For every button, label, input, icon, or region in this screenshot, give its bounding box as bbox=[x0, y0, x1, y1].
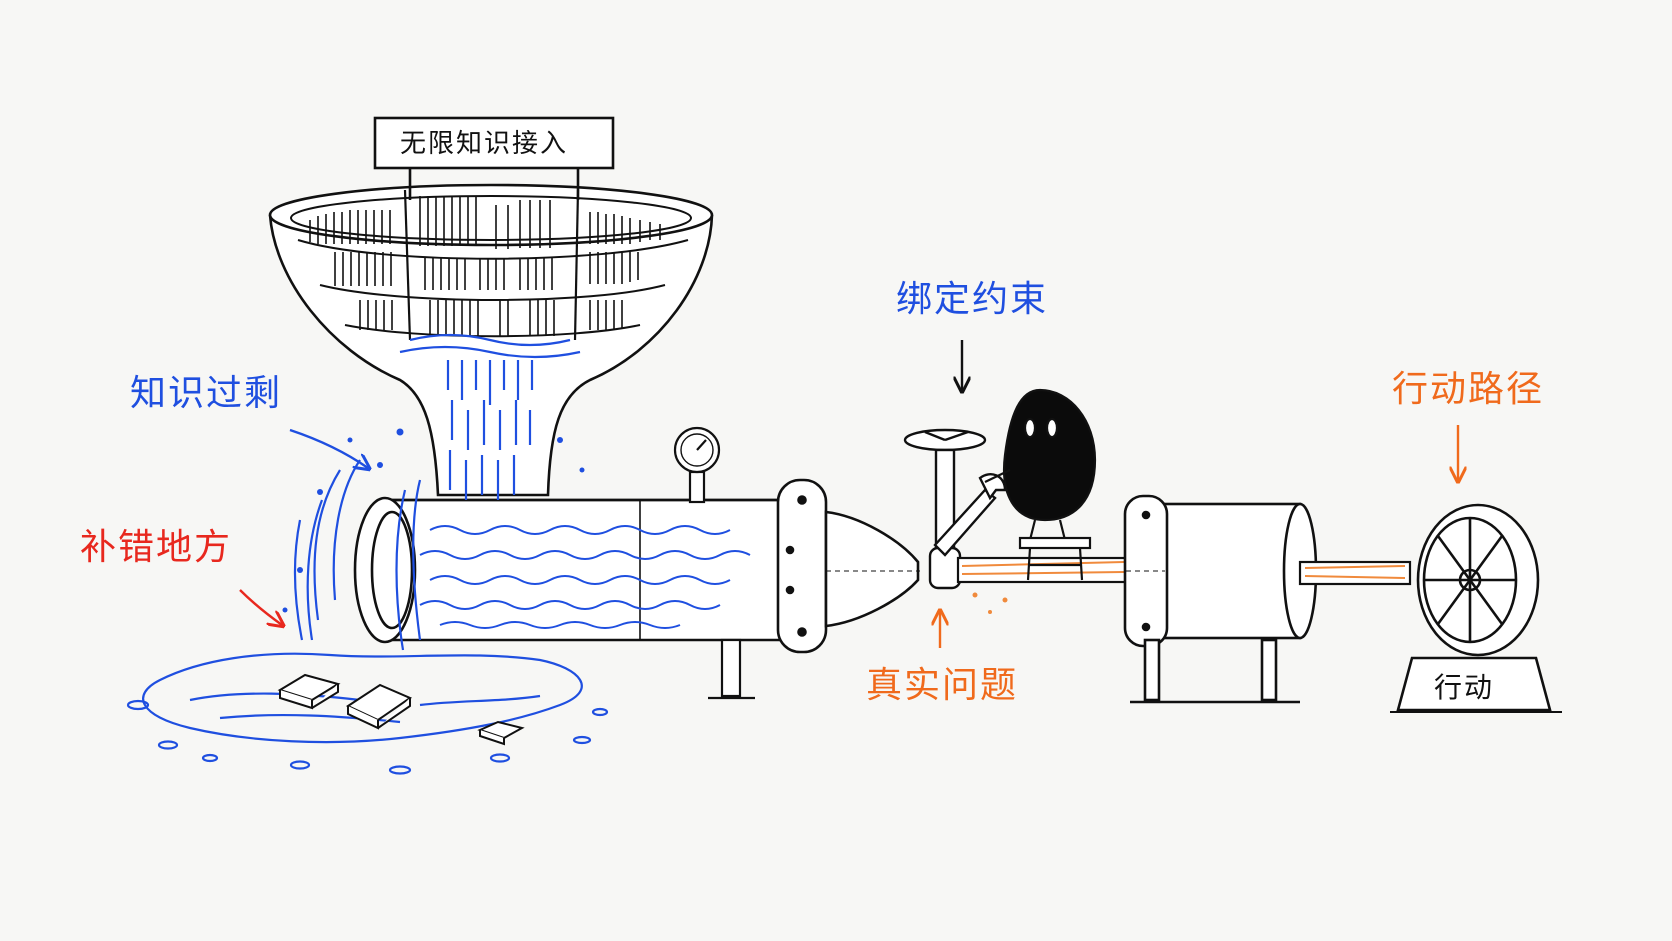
wrench-icon bbox=[933, 473, 1007, 557]
action-label: 行动 bbox=[1434, 671, 1495, 704]
second-tank bbox=[1123, 494, 1318, 704]
library-books bbox=[309, 196, 661, 336]
valve-assembly bbox=[903, 428, 987, 590]
main-pipe bbox=[372, 498, 782, 642]
pipe-flange bbox=[776, 478, 920, 654]
orange-drips bbox=[972, 592, 1008, 614]
library-sign bbox=[373, 116, 615, 200]
pipe-legs bbox=[708, 638, 755, 700]
overflow-label: 知识过剩 bbox=[130, 373, 283, 414]
pipe-water-waves bbox=[419, 525, 751, 629]
blob-character bbox=[984, 388, 1097, 541]
funnel-library bbox=[268, 183, 714, 497]
library-sign-label: 无限知识接入 bbox=[400, 129, 569, 159]
misplaced-label: 补错地方 bbox=[80, 527, 233, 568]
water-droplets bbox=[282, 428, 585, 613]
falling-water bbox=[293, 333, 581, 651]
water-puddle bbox=[126, 652, 609, 775]
constraint-label: 绑定约束 bbox=[896, 279, 1049, 320]
stool bbox=[1018, 536, 1092, 581]
misplaced-arrow bbox=[239, 589, 282, 625]
overflow-arrow bbox=[289, 428, 368, 468]
pipe-open-end bbox=[353, 496, 417, 644]
action-path-label: 行动路径 bbox=[1392, 369, 1545, 410]
pressure-gauge bbox=[673, 426, 721, 504]
spilled-books bbox=[277, 673, 525, 746]
wheel-machine bbox=[1396, 503, 1552, 712]
real-problem-label: 真实问题 bbox=[866, 665, 1019, 706]
